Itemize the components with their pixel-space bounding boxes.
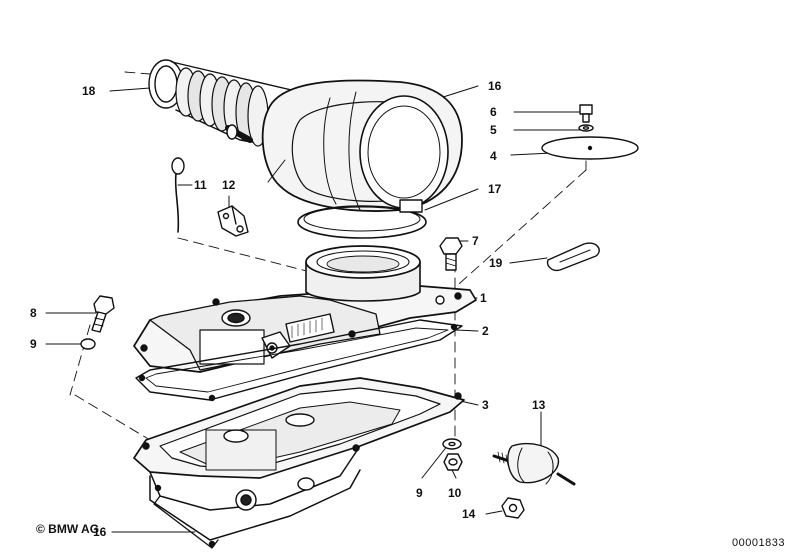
part-13-mount xyxy=(492,442,576,486)
label-2: 2 xyxy=(482,324,489,338)
label-7: 7 xyxy=(472,234,479,248)
part-14-nut xyxy=(501,497,525,519)
label-14: 14 xyxy=(462,507,476,521)
part-19-clip xyxy=(546,242,600,272)
part-17-clamp xyxy=(297,199,427,239)
label-19: 19 xyxy=(489,256,503,270)
label-6: 6 xyxy=(490,105,497,119)
label-11: 11 xyxy=(194,178,207,192)
parts-9-10-washer-nut xyxy=(442,438,463,471)
part-12-bracket xyxy=(217,205,249,237)
label-17: 17 xyxy=(488,182,502,196)
label-16-bottom: 16 xyxy=(93,525,107,539)
label-3: 3 xyxy=(482,398,489,412)
diagram-id: 00001833 xyxy=(732,537,785,549)
part-9-washer-left xyxy=(80,338,96,350)
part-16-housing xyxy=(261,79,463,212)
part-1-housing-cover xyxy=(133,245,477,373)
part-8-bolt xyxy=(91,295,115,333)
label-1: 1 xyxy=(480,291,487,305)
part-2-gasket xyxy=(135,319,463,402)
label-18: 18 xyxy=(82,84,96,98)
label-10: 10 xyxy=(448,486,462,500)
label-13: 13 xyxy=(532,398,546,412)
part-3-oil-pan xyxy=(133,377,465,549)
label-9-left: 9 xyxy=(30,337,37,351)
label-9-right: 9 xyxy=(416,486,423,500)
copyright-text: © BMW AG xyxy=(36,522,100,536)
label-5: 5 xyxy=(490,123,497,137)
part-7-bolt xyxy=(439,237,463,271)
leader-lines xyxy=(45,85,585,533)
label-4: 4 xyxy=(490,149,497,163)
part-11-dipstick xyxy=(171,157,185,233)
label-12: 12 xyxy=(222,178,236,192)
label-16: 16 xyxy=(488,79,502,93)
label-8: 8 xyxy=(30,306,37,320)
parts-4-5-6 xyxy=(541,104,639,160)
